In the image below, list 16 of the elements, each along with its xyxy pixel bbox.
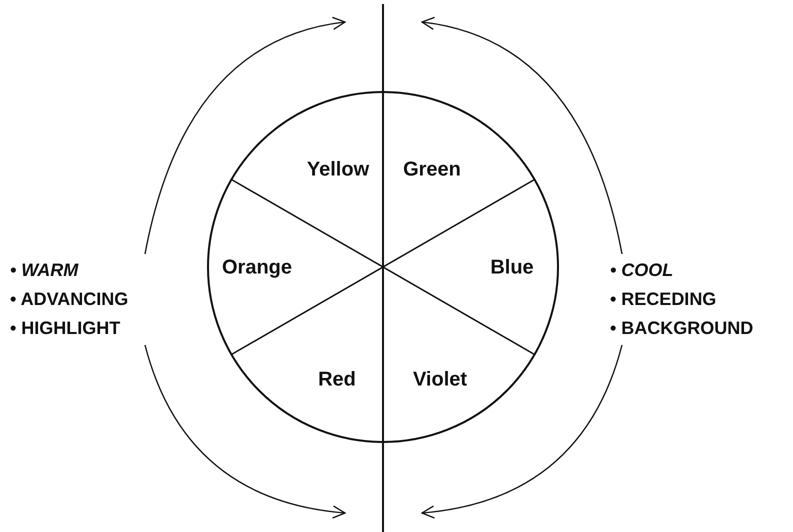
- curved-arrow: [421, 17, 623, 254]
- curved-arrow: [144, 17, 346, 254]
- sector-label: Red: [318, 368, 356, 392]
- bullet-item: • WARM: [10, 259, 80, 282]
- bullet-item: • ADVANCING: [10, 288, 130, 311]
- curved-arrow: [144, 344, 346, 518]
- bullet-item: • COOL: [610, 259, 674, 282]
- bullet-item: • RECEDING: [610, 288, 718, 311]
- bullet-item: • HIGHLIGHT: [10, 317, 122, 340]
- sector-label: Blue: [490, 256, 534, 280]
- sector-label: Yellow: [306, 158, 370, 182]
- curved-arrow: [421, 344, 623, 518]
- sector-label: Orange: [222, 256, 292, 280]
- sector-label: Violet: [412, 368, 468, 392]
- sector-label: Green: [403, 158, 461, 182]
- bullet-item: • BACKGROUND: [610, 317, 754, 340]
